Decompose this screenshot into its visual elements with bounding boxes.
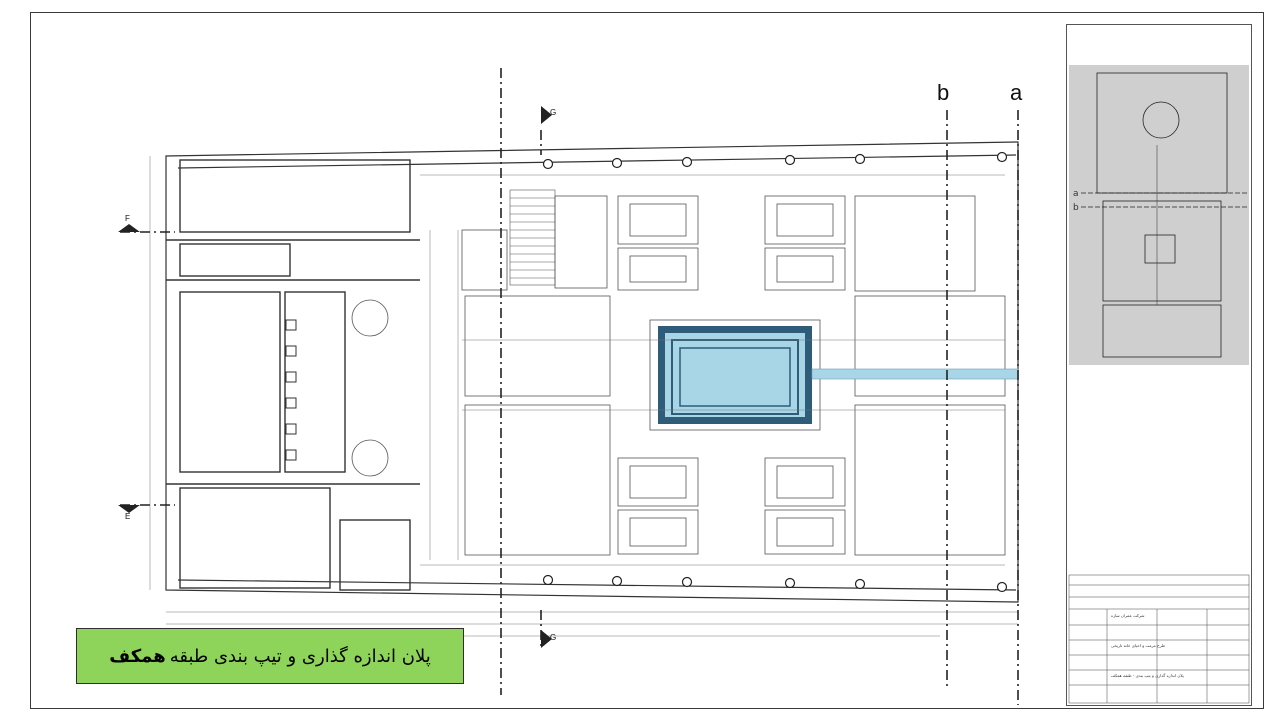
garden-beds-south bbox=[464, 295, 1006, 556]
garden-beds-north bbox=[461, 195, 976, 292]
caption-text: پلان اندازه گذاری و تیپ بندی طبقه bbox=[169, 645, 431, 667]
title-block-sheet-title: پلان اندازه گذاری و تیپ بندی - طبقه همکف bbox=[1111, 673, 1184, 678]
section-label-f: F bbox=[125, 214, 130, 223]
title-sheet-panel: b a شرکت عمران سازه طرح مرمت و احیای خان… bbox=[1066, 24, 1252, 706]
caption-emphasis: همکف bbox=[109, 645, 166, 667]
central-pool bbox=[649, 319, 1019, 431]
section-label-b: b bbox=[937, 80, 950, 105]
key-plan-label-a: a bbox=[1073, 189, 1079, 199]
left-rooms bbox=[166, 159, 420, 591]
round-stairs bbox=[351, 299, 389, 477]
dimension-lines bbox=[149, 156, 1018, 637]
key-plan bbox=[1068, 65, 1250, 704]
section-label-a: a bbox=[1010, 80, 1023, 105]
key-plan-label-b: b bbox=[1073, 203, 1079, 213]
section-markers bbox=[118, 106, 552, 648]
section-label-e: E bbox=[125, 512, 131, 521]
drawing-frame bbox=[30, 12, 1264, 709]
section-label-g-top: G bbox=[550, 108, 557, 117]
outer-walls bbox=[165, 141, 1019, 603]
drawing-caption: پلان اندازه گذاری و تیپ بندی طبقه همکف bbox=[76, 628, 464, 684]
section-label-g-bottom: G bbox=[550, 633, 557, 642]
title-block-firm: شرکت عمران سازه bbox=[1111, 613, 1145, 618]
wall-column-markers bbox=[542, 151, 1008, 593]
corridor-pillars bbox=[285, 319, 297, 461]
section-cut-lines bbox=[120, 68, 1019, 705]
stairs-north bbox=[509, 189, 556, 286]
title-block-project: طرح مرمت و احیای خانه تاریخی bbox=[1111, 643, 1166, 648]
